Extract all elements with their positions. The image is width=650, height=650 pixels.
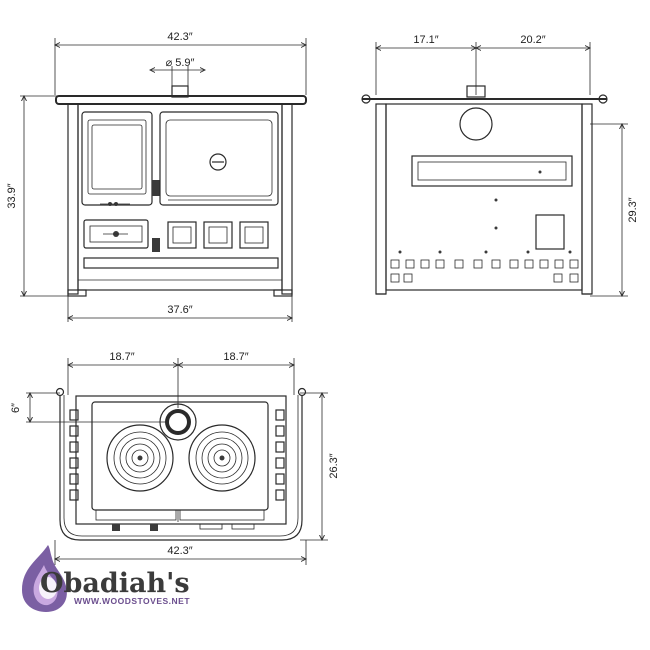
right-hinge-group — [275, 409, 285, 501]
top-width-label: 42.3″ — [167, 545, 192, 557]
left-hinge-group — [69, 409, 79, 501]
right-hotplate — [188, 424, 256, 492]
front-width-bottom-label: 37.6″ — [167, 304, 192, 316]
logo-url: WWW.WOODSTOVES.NET — [74, 596, 190, 606]
front-height-label: 33.9″ — [6, 183, 18, 208]
obadiahs-logo: Obadiah's WWW.WOODSTOVES.NET — [22, 545, 190, 612]
front-flue-diameter-label: ⌀ 5.9″ — [166, 57, 195, 69]
side-view: 17.1″ 20.2″ 29.3″ — [361, 34, 639, 296]
top-half-right-label: 18.7″ — [223, 351, 248, 363]
front-view: 42.3″ ⌀ 5.9″ 33.9″ 37.6″ — [6, 31, 307, 322]
side-flue-height-label: 29.3″ — [627, 197, 639, 222]
top-depth-label: 26.3″ — [328, 453, 340, 478]
front-width-top-label: 42.3″ — [167, 31, 192, 43]
side-depth-left-label: 17.1″ — [413, 34, 438, 46]
side-depth-right-label: 20.2″ — [520, 34, 545, 46]
logo-wordmark: Obadiah's — [40, 568, 190, 599]
top-half-left-label: 18.7″ — [109, 351, 134, 363]
top-flue-offset-label: 6″ — [10, 403, 22, 413]
left-hotplate — [106, 424, 174, 492]
top-view: 18.7″ 18.7″ 6″ 26.3″ 42.3″ — [10, 351, 340, 565]
